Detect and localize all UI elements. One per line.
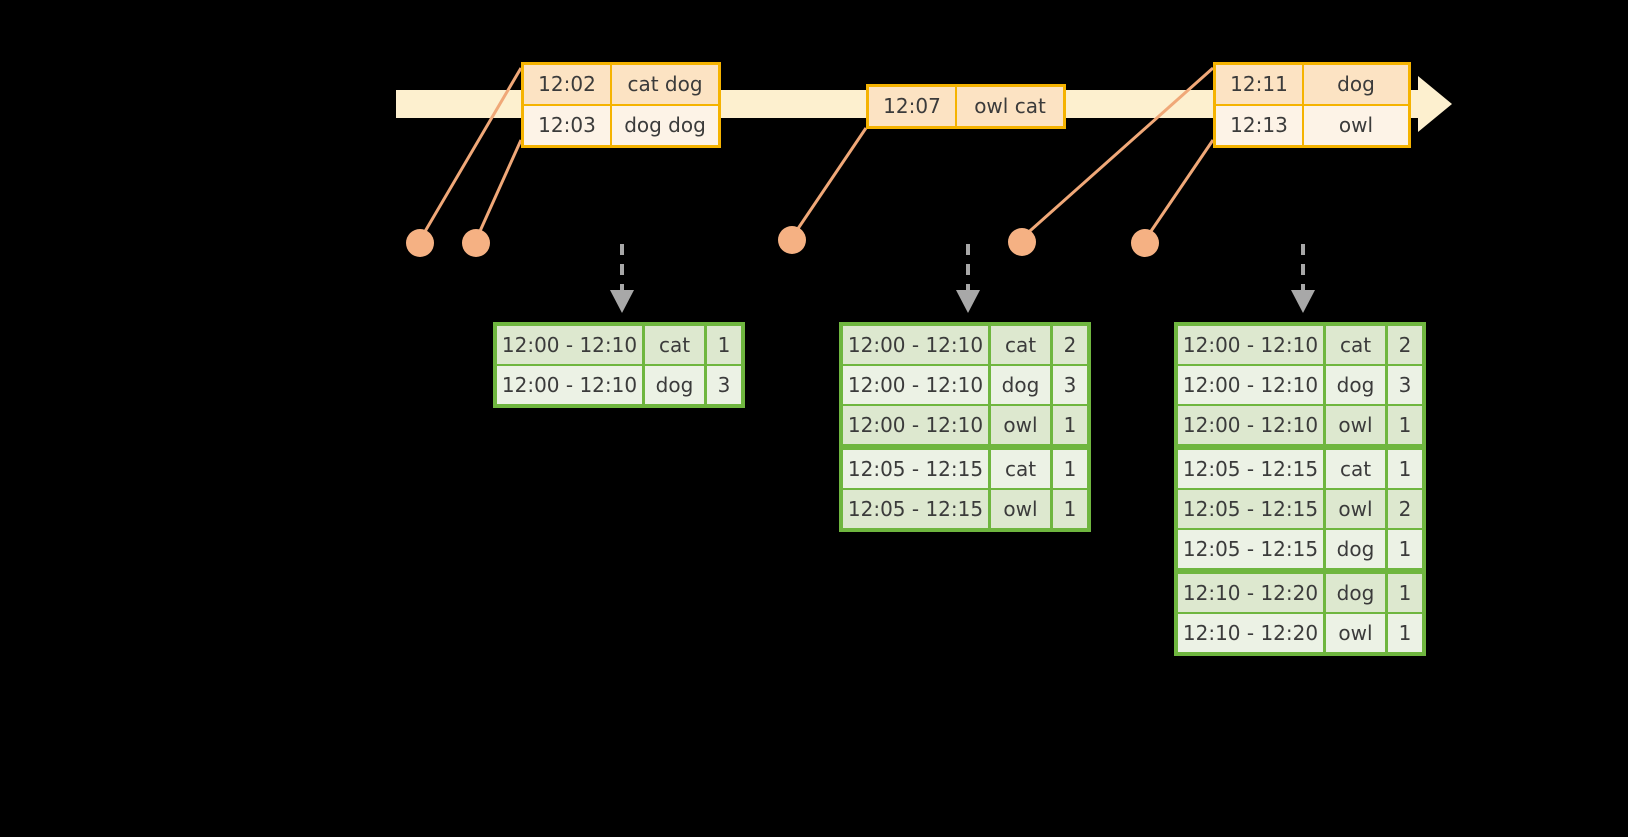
- event-words: owl cat: [974, 94, 1046, 118]
- down-arrow-icon-1: [610, 244, 634, 313]
- event-words: owl: [1338, 113, 1374, 137]
- cell-count: 1: [1398, 581, 1412, 605]
- connector-dot: [406, 229, 434, 257]
- event-time: 12:02: [524, 65, 612, 104]
- event-time: 12:11: [1216, 65, 1304, 104]
- cell-window: 12:00 - 12:10: [843, 366, 991, 404]
- connector-dot: [1008, 228, 1036, 256]
- event-words: dog: [1337, 72, 1375, 96]
- cell-word: dog: [1326, 530, 1388, 568]
- cell-word: owl: [991, 406, 1053, 444]
- cell-window: 12:00 - 12:10: [1178, 326, 1326, 364]
- event-row[interactable]: 12:11 dog: [1216, 65, 1408, 104]
- cell-window: 12:05 - 12:15: [843, 490, 991, 528]
- cell-word: dog: [645, 366, 707, 404]
- cell-count: 3: [1398, 373, 1412, 397]
- cell-word: owl: [1326, 490, 1388, 528]
- cell-count: 2: [1063, 333, 1077, 357]
- cell-count: 1: [1398, 621, 1412, 645]
- cell-window: 12:05 - 12:15: [1178, 450, 1326, 488]
- cell-word: owl: [991, 490, 1053, 528]
- cell-window: 12:05 - 12:15: [1178, 530, 1326, 568]
- event-row[interactable]: 12:02 cat dog: [524, 65, 718, 104]
- cell-window: 12:00 - 12:10: [843, 406, 991, 444]
- event-group-2[interactable]: 12:07 owl cat: [866, 84, 1066, 129]
- cell-word: cat: [1326, 450, 1388, 488]
- cell-count: 2: [1398, 497, 1412, 521]
- connector-dot: [778, 226, 806, 254]
- cell-word: cat: [991, 326, 1053, 364]
- cell-window: 12:10 - 12:20: [1178, 614, 1326, 652]
- event-row[interactable]: 12:03 dog dog: [524, 104, 718, 145]
- cell-word: cat: [991, 450, 1053, 488]
- cell-window: 12:00 - 12:10: [843, 326, 991, 364]
- event-time: 12:07: [869, 87, 957, 126]
- cell-word: cat: [645, 326, 707, 364]
- timeline-arrow-head-icon: [1418, 76, 1452, 132]
- cell-window: 12:00 - 12:10: [497, 366, 645, 404]
- cell-count: 1: [717, 333, 731, 357]
- event-time: 12:03: [524, 106, 612, 145]
- cell-window: 12:10 - 12:20: [1178, 574, 1326, 612]
- event-group-1[interactable]: 12:02 cat dog 12:03 dog dog: [521, 62, 721, 148]
- cell-count: 1: [1398, 537, 1412, 561]
- cell-count: 3: [1063, 373, 1077, 397]
- event-words: dog dog: [624, 113, 706, 137]
- cell-window: 12:00 - 12:10: [1178, 406, 1326, 444]
- down-arrow-icon-3: [1291, 244, 1315, 313]
- event-row[interactable]: 12:07 owl cat: [869, 87, 1063, 126]
- event-row[interactable]: 12:13 owl: [1216, 104, 1408, 145]
- cell-count: 1: [1063, 457, 1077, 481]
- cell-count: 2: [1398, 333, 1412, 357]
- cell-count: 1: [1398, 413, 1412, 437]
- cell-window: 12:05 - 12:15: [843, 450, 991, 488]
- event-time: 12:13: [1216, 106, 1304, 145]
- cell-count: 1: [1063, 497, 1077, 521]
- event-words: cat dog: [627, 72, 703, 96]
- cell-window: 12:00 - 12:10: [1178, 366, 1326, 404]
- cell-word: dog: [991, 366, 1053, 404]
- connector-dot: [1131, 229, 1159, 257]
- cell-word: cat: [1326, 326, 1388, 364]
- connector-dot: [462, 229, 490, 257]
- cell-window: 12:00 - 12:10: [497, 326, 645, 364]
- cell-count: 1: [1398, 457, 1412, 481]
- cell-count: 3: [717, 373, 731, 397]
- cell-word: dog: [1326, 366, 1388, 404]
- cell-word: owl: [1326, 614, 1388, 652]
- down-arrow-icon-2: [956, 244, 980, 313]
- event-group-3[interactable]: 12:11 dog 12:13 owl: [1213, 62, 1411, 148]
- cell-count: 1: [1063, 413, 1077, 437]
- cell-word: dog: [1326, 574, 1388, 612]
- cell-window: 12:05 - 12:15: [1178, 490, 1326, 528]
- cell-word: owl: [1326, 406, 1388, 444]
